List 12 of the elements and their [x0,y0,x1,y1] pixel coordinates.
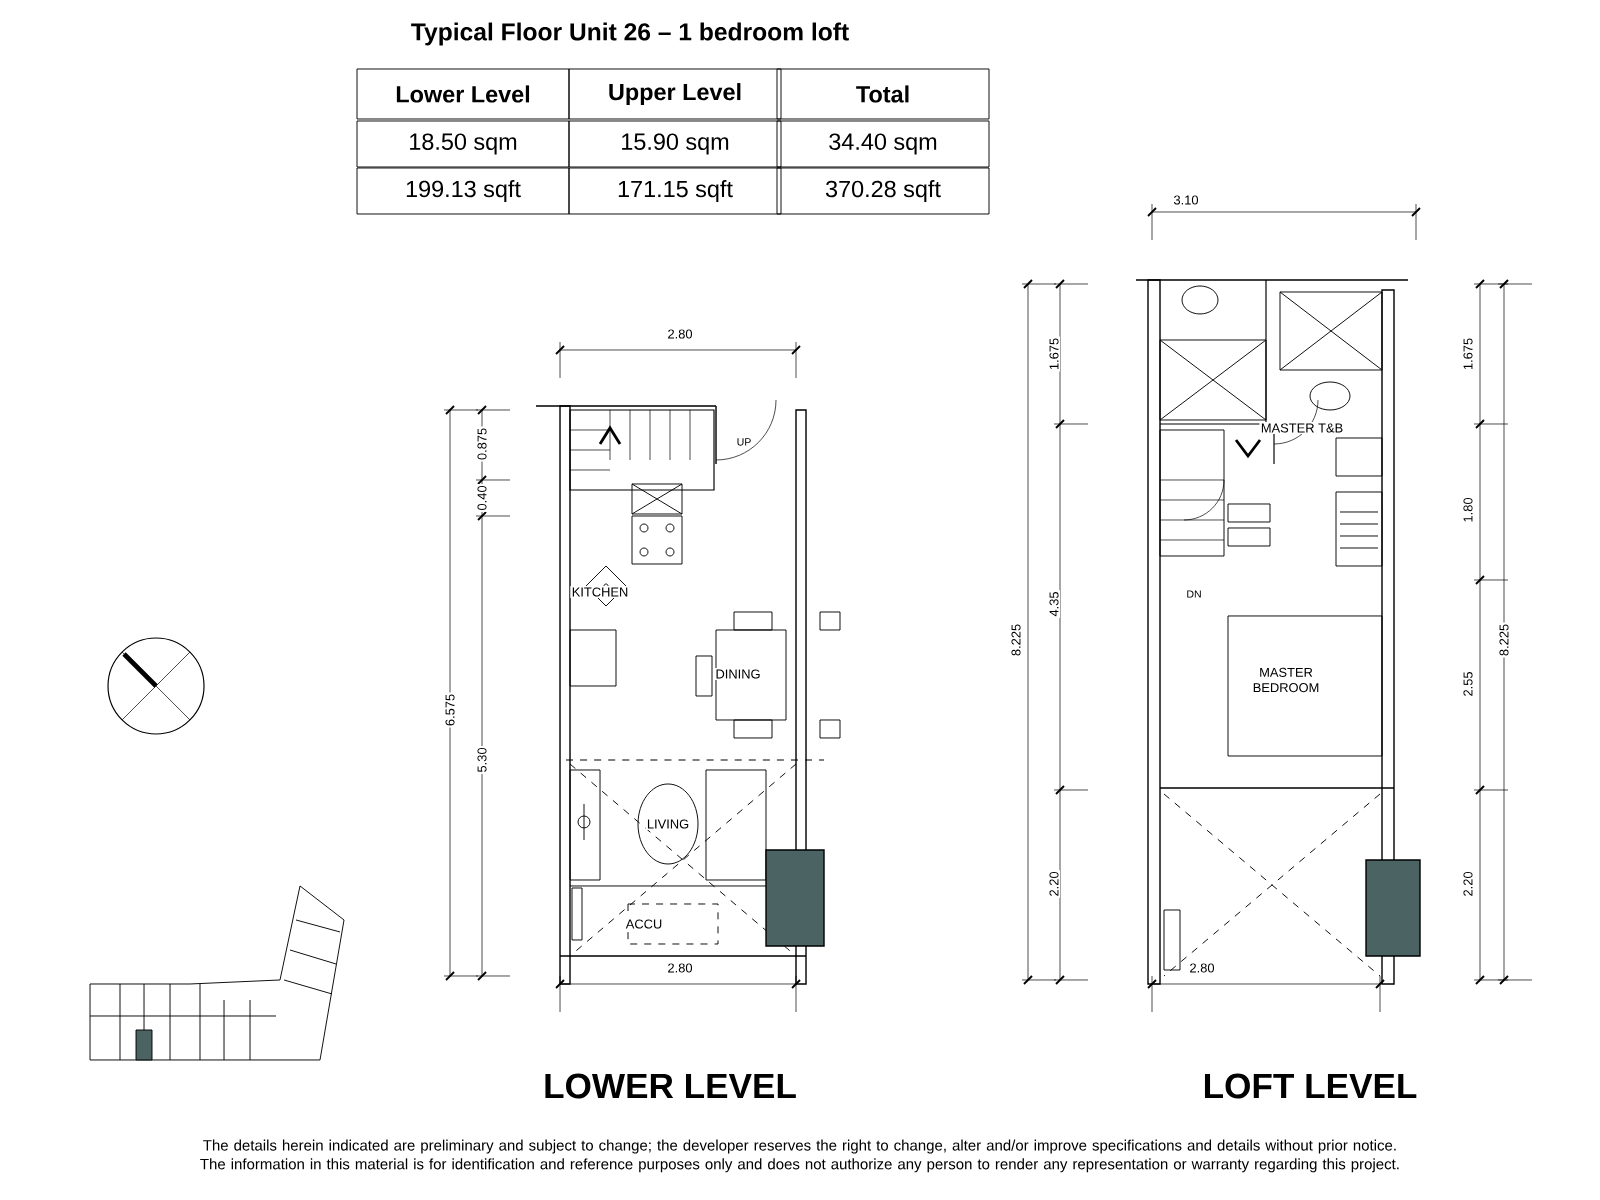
title: Typical Floor Unit 26 – 1 bedroom loft [411,22,849,46]
table-cell: Lower Level [356,68,570,120]
table-cell: Upper Level [568,68,782,120]
table-cell: 199.13 sqft [356,167,570,215]
table-cell: 171.15 sqft [568,167,782,215]
level-heading: LOWER LEVEL [545,1073,796,1099]
table-cell: 15.90 sqm [568,120,782,168]
table-cell: 34.40 sqm [776,120,990,168]
table-cell: 370.28 sqft [776,167,990,215]
table-cell: 18.50 sqm [356,120,570,168]
level-heading: LOFT LEVEL [1204,1073,1417,1099]
table-cell: Total [776,68,990,120]
